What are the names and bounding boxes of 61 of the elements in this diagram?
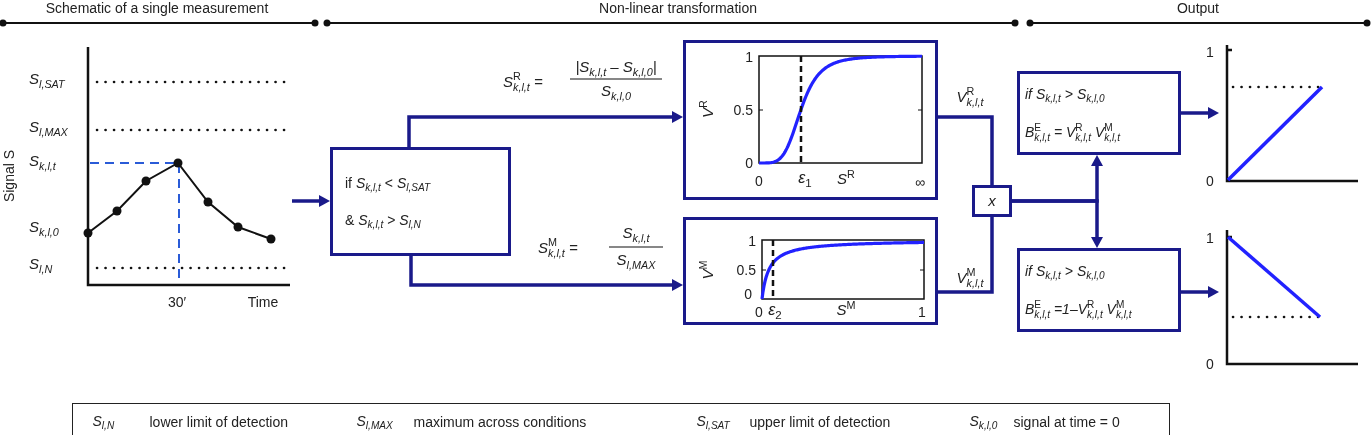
level-label: S$_{k,l,t}$ [29,152,56,172]
tick-label: 0 [1206,355,1214,373]
fraction-numerator: S$_{k,l,t}$ [622,224,650,244]
formula-text: S$^{R}$$_{k,l,t}$ = [503,71,543,93]
connector-arrow [1012,199,1103,248]
multiply-box [972,185,1012,217]
symbol-label: S$_{l,MAX}$ [356,412,393,431]
tick-label: 1 [1206,43,1214,61]
multiply-sign: x [988,192,996,210]
definition-text: maximum across conditions [413,413,587,430]
tick-label: 0 [744,285,752,303]
axis-title: S$^{R}$ [837,168,855,188]
connector-line [938,217,994,294]
tick-label: 0.5 [736,261,756,279]
section-heading: Output [1177,0,1219,17]
tick-label: 1 [1206,229,1214,247]
tick-label: 0 [755,303,763,321]
condition-text: if S$_{k,l,t}$ > S$_{k,l,0}$ [1025,85,1105,105]
tick-label: ∞ [915,173,925,191]
connector-arrow [407,111,683,147]
tick-label: 0 [1206,172,1214,190]
level-label: S$_{k,l,0}$ [29,218,59,238]
definitions-panel [72,403,1170,435]
condition-box [330,147,511,256]
fraction-denominator: S$_{k,l,0}$ [601,82,631,102]
axis-title: S$^{M}$ [836,299,856,319]
connector-arrow [1181,286,1219,298]
level-label: S$_{l,MAX}$ [29,118,68,138]
tick-label: 1 [748,232,756,250]
connector-line [938,115,994,185]
symbol-label: S$_{l,N}$ [92,412,115,431]
tick-label: ε$_{1}$ [798,168,812,190]
symbol-label: S$_{k,l,0}$ [969,412,998,431]
formula-text: S$^{M}$$_{k,l,t}$ = [538,237,578,259]
axis-title: Time [247,293,279,311]
level-label: S$_{l,SAT}$ [29,70,65,90]
condition-text: if S$_{k,l,t}$ < S$_{l,SAT}$ [345,174,431,194]
connector-arrow [1181,107,1219,119]
axis-title: Signal S [0,149,18,203]
section-heading: Non-linear transformation [599,0,757,17]
definition-text: signal at time = 0 [1013,413,1120,430]
connector-arrow [292,195,330,207]
plot-panel [683,217,938,325]
condition-text: if S$_{k,l,t}$ > S$_{k,l,0}$ [1025,262,1105,282]
tick-label: 0 [745,154,753,172]
section-heading: Schematic of a single measurement [45,0,269,17]
tick-label: 1 [745,48,753,66]
tick-label: ε$_{2}$ [768,300,782,322]
fraction-denominator: S$_{l,MAX}$ [616,251,656,271]
fraction-numerator: |S$_{k,l,t}$ – S$_{k,l,0}$| [575,58,657,78]
tick-label: 0 [755,172,763,190]
tick-label: 1 [918,303,926,321]
tick-label: 30′ [167,293,187,311]
definition-text: upper limit of detection [749,413,891,430]
tick-label: 0.5 [733,101,753,119]
condition-text: & S$_{k,l,t}$ > S$_{l,N}$ [345,211,421,231]
definition-text: lower limit of detection [149,413,288,430]
connector-arrow [409,256,683,291]
plot-panel [683,40,938,200]
symbol-label: S$_{l,SAT}$ [696,412,730,431]
level-label: S$_{l,N}$ [29,255,53,275]
